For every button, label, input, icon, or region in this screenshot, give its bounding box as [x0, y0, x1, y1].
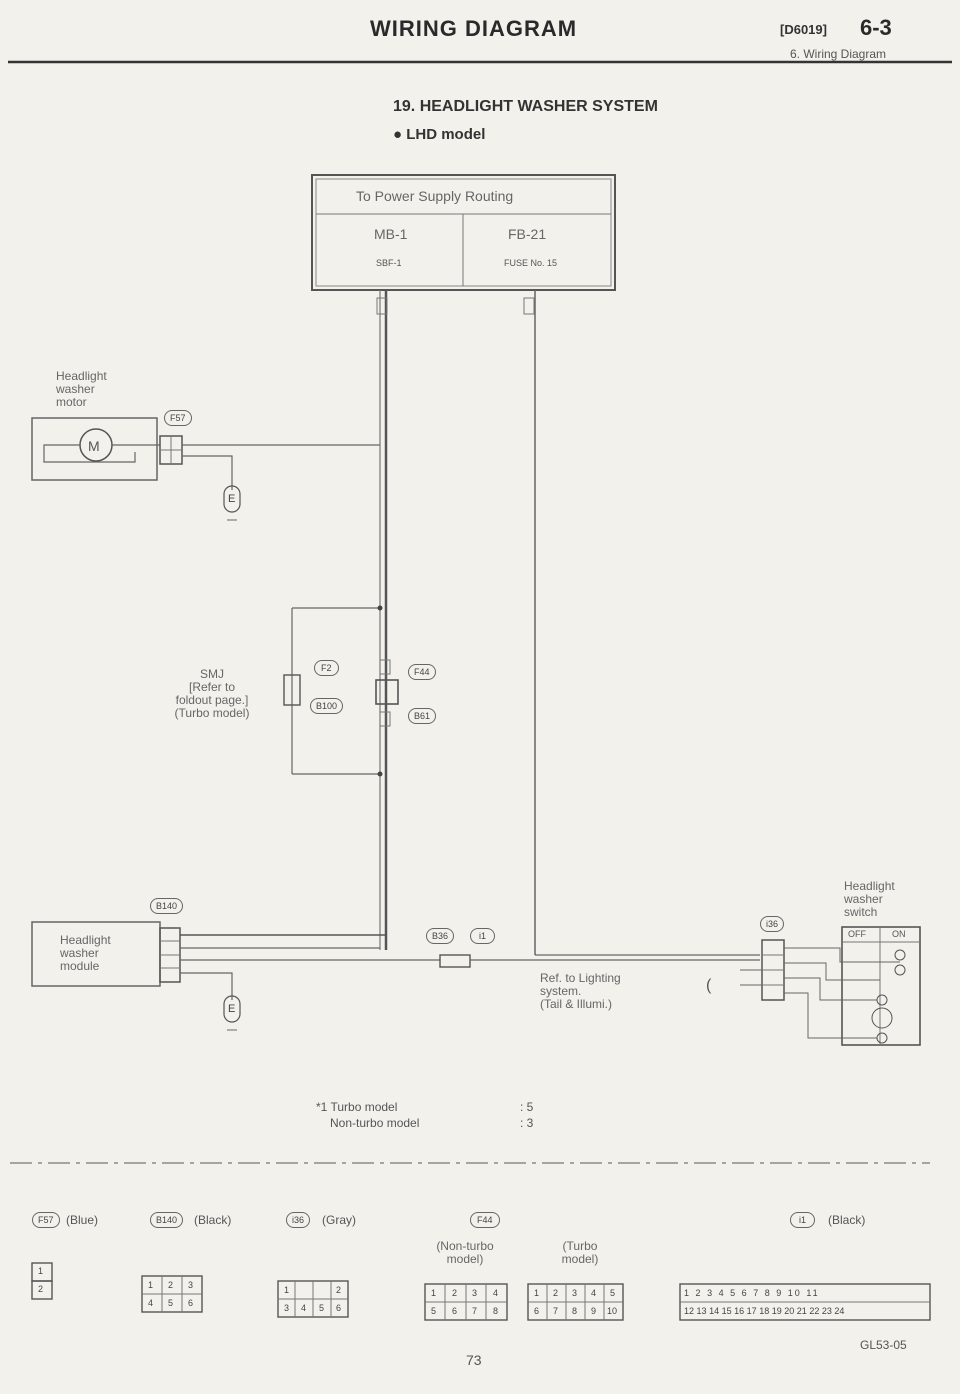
legend-f44-t-pin: 6	[534, 1306, 540, 1316]
legend-b140-pin: 2	[168, 1280, 174, 1290]
f57-tag: F57	[164, 410, 192, 426]
legend-f57-pin: 2	[38, 1284, 44, 1294]
legend-f57-tag: F57	[32, 1212, 60, 1228]
b61-tag: B61	[408, 708, 437, 724]
power-box-col2-main: FB-21	[508, 226, 547, 242]
legend-i36-pin: 3	[284, 1303, 290, 1313]
legend-b140-pin: 3	[188, 1280, 194, 1290]
legend-f44-turbo-shape	[527, 1283, 624, 1321]
legend-f44-nt-pin: 7	[472, 1306, 478, 1316]
legend-f44-t-pin: 4	[591, 1288, 597, 1298]
legend-f44-nt-pin: 4	[493, 1288, 499, 1298]
switch-label: Headlight washer switch	[844, 879, 895, 919]
page-number: 73	[466, 1352, 482, 1368]
f44-tag: F44	[408, 664, 436, 680]
diagram-code: GL53-05	[860, 1338, 907, 1352]
legend-f44-nonturbo-shape	[424, 1283, 508, 1321]
power-box-col1-main: MB-1	[374, 226, 408, 242]
legend-i1-tag: i1	[790, 1212, 816, 1228]
system-model: ● LHD model	[393, 126, 486, 143]
note-line2-value: : 3	[520, 1116, 534, 1130]
legend-f57-color: (Blue)	[66, 1213, 99, 1227]
ground-motor-label: E	[228, 493, 236, 505]
legend-i36-pin: 2	[336, 1285, 342, 1295]
power-box-title: To Power Supply Routing	[356, 188, 514, 204]
legend-f44-t-pin: 8	[572, 1306, 578, 1316]
motor-box	[31, 417, 158, 481]
legend-f44-turbo: (Turbo model)	[561, 1239, 599, 1266]
legend-b140-pin: 5	[168, 1298, 174, 1308]
legend-b140-shape	[141, 1275, 203, 1313]
system-title: 19. HEADLIGHT WASHER SYSTEM	[393, 98, 658, 115]
legend-b140-pin: 1	[148, 1280, 154, 1290]
legend-f44-tag: F44	[470, 1212, 500, 1228]
switch-on-label: ON	[892, 929, 906, 939]
i1-tag: i1	[470, 928, 496, 944]
header-section: 6-3	[860, 15, 892, 40]
legend-i36-pin: 4	[301, 1303, 307, 1313]
legend-f44-t-pin: 1	[534, 1288, 540, 1298]
f2-connector	[283, 674, 301, 706]
legend-f44-nt-pin: 3	[472, 1288, 478, 1298]
note-line1-label: *1 Turbo model	[316, 1100, 398, 1114]
module-label: Headlight washer module	[60, 933, 111, 973]
b100-tag: B100	[310, 698, 344, 714]
note-line1-value: : 5	[520, 1100, 534, 1114]
legend-i36-color: (Gray)	[322, 1213, 356, 1227]
legend-b140-color: (Black)	[194, 1213, 232, 1227]
legend-f44-t-pin: 9	[591, 1306, 597, 1316]
switch-off-label: OFF	[848, 929, 866, 939]
motor-label: Headlight washer motor	[56, 369, 107, 409]
legend-i36-tag: i36	[286, 1212, 311, 1228]
legend-i1-color: (Black)	[828, 1213, 866, 1227]
power-box-col1-sub: SBF-1	[376, 258, 402, 268]
legend-b140-pin: 6	[188, 1298, 194, 1308]
legend-b140-pin: 4	[148, 1298, 154, 1308]
b140-tag: B140	[150, 898, 184, 914]
legend-i36-shape	[277, 1280, 349, 1318]
legend-f44-nt-pin: 8	[493, 1306, 499, 1316]
legend-f44-nt-pin: 5	[431, 1306, 437, 1316]
legend-f44-nt-pin: 6	[452, 1306, 458, 1316]
legend-i1-pins-bottom: 12 13 14 15 16 17 18 19 20 21 22 23 24	[684, 1306, 845, 1316]
legend-f44-t-pin: 2	[553, 1288, 559, 1298]
legend-f57-pin: 1	[38, 1266, 44, 1276]
legend-f44-t-pin: 10	[607, 1306, 618, 1316]
switch-box	[841, 926, 921, 1046]
f44-connector	[375, 679, 399, 705]
svg-text:M: M	[88, 438, 100, 454]
i36-tag: i36	[760, 916, 785, 932]
legend-i36-pin: 6	[336, 1303, 342, 1313]
legend-f44-t-pin: 7	[553, 1306, 559, 1316]
header-code: [D6019]	[780, 22, 827, 37]
ground-module-label: E	[228, 1003, 236, 1015]
legend-i36-pin: 5	[319, 1303, 325, 1313]
ground-symbol-motor	[223, 485, 241, 513]
b36-i1-connector	[439, 954, 471, 968]
legend-f44-nt-pin: 1	[431, 1288, 437, 1298]
header-title: WIRING DIAGRAM	[370, 16, 578, 41]
power-supply-box	[311, 174, 616, 291]
legend-f44-t-pin: 3	[572, 1288, 578, 1298]
ref-lighting-label: Ref. to Lighting system. (Tail & Illumi.…	[540, 971, 621, 1011]
b36-tag: B36	[426, 928, 455, 944]
note-line2-label: Non-turbo model	[330, 1116, 420, 1130]
legend-i36-pin: 1	[284, 1285, 290, 1295]
ground-symbol-module	[223, 995, 241, 1023]
legend-f44-t-pin: 5	[610, 1288, 616, 1298]
legend-f44-nt-pin: 2	[452, 1288, 458, 1298]
f2-tag: F2	[314, 660, 339, 676]
smj-label: SMJ [Refer to foldout page.] (Turbo mode…	[174, 667, 250, 720]
legend-f44-nonturbo: (Non-turbo model)	[436, 1239, 494, 1266]
power-box-col2-sub: FUSE No. 15	[504, 258, 558, 268]
legend-i1-pins-top: 1 2 3 4 5 6 7 8 9 10 11	[684, 1288, 820, 1298]
svg-text:(: (	[706, 977, 712, 994]
legend-b140-tag: B140	[150, 1212, 184, 1228]
header-subtitle: 6. Wiring Diagram	[790, 47, 887, 61]
legend-i1-shape	[679, 1283, 931, 1321]
